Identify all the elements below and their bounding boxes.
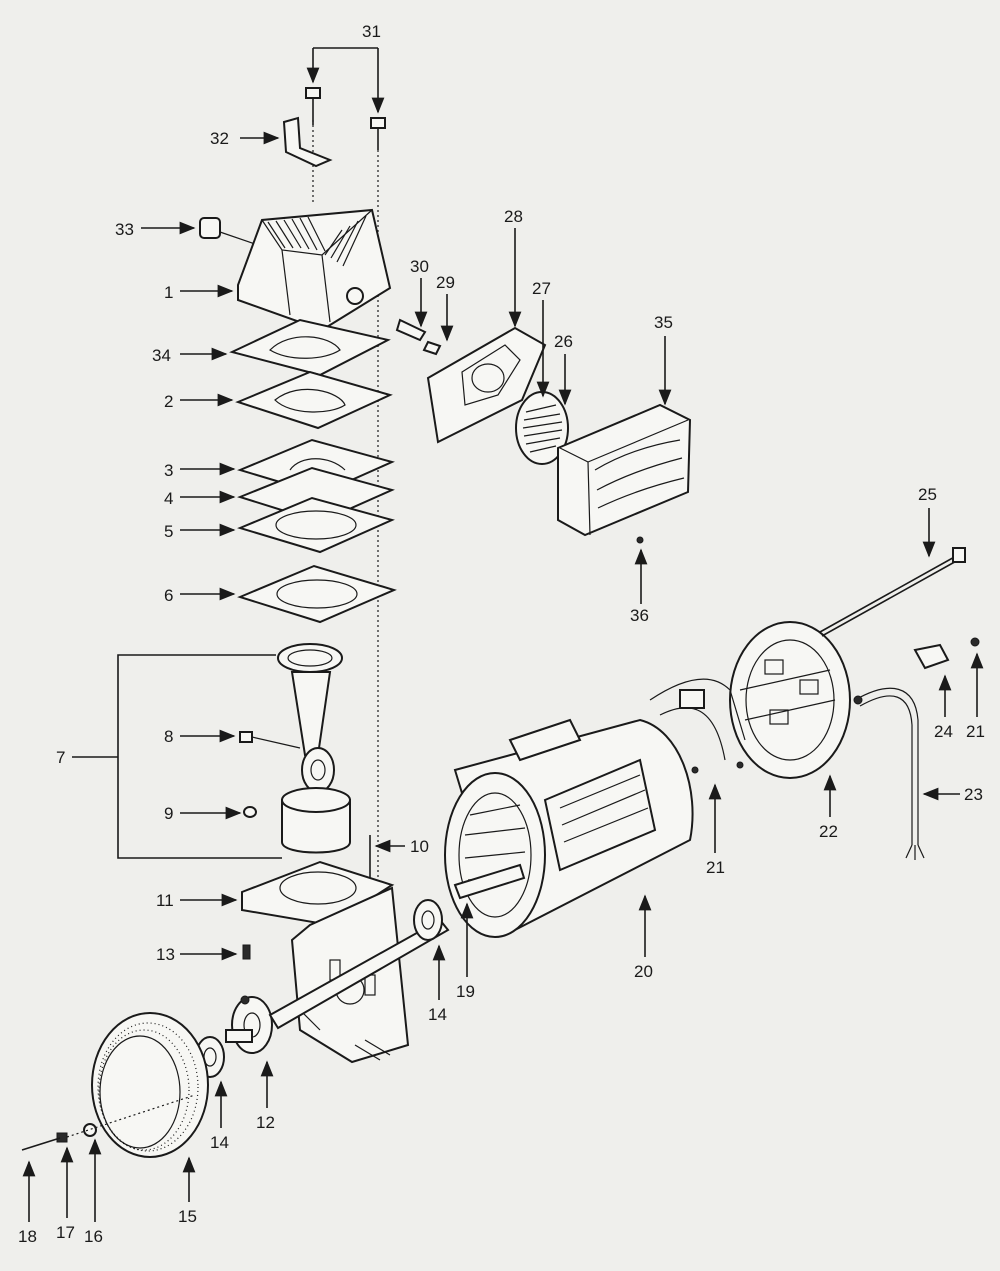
rod-screw xyxy=(239,731,301,749)
gasket-5 xyxy=(237,496,395,554)
head-screws xyxy=(305,87,386,150)
label-26: 26 xyxy=(554,332,573,351)
label-8: 8 xyxy=(164,727,173,746)
cylinder-head xyxy=(237,208,392,332)
label-22: 22 xyxy=(819,822,838,841)
label-15: 15 xyxy=(178,1207,197,1226)
intake-fitting xyxy=(395,318,442,356)
bearing-right xyxy=(413,899,443,941)
label-5: 5 xyxy=(164,522,173,541)
label-25: 25 xyxy=(918,485,937,504)
bracket xyxy=(282,116,333,168)
tie-rod xyxy=(819,547,966,637)
label-6: 6 xyxy=(164,586,173,605)
motor xyxy=(444,718,694,938)
gasket-34 xyxy=(229,318,391,377)
label-11: 11 xyxy=(156,891,174,910)
set-screw xyxy=(242,944,251,960)
bracket-7 xyxy=(72,654,282,859)
label-1: 1 xyxy=(164,283,173,302)
fan-fasteners xyxy=(21,1094,196,1151)
leader-arrows xyxy=(22,47,984,1222)
piston-rod-assembly xyxy=(277,643,351,854)
label-10: 10 xyxy=(410,837,429,856)
part-labels: 31 32 33 1 34 2 3 4 5 6 7 8 9 10 11 13 1… xyxy=(18,22,985,1246)
label-35: 35 xyxy=(654,313,673,332)
label-14-left: 14 xyxy=(210,1133,229,1152)
brush-clip xyxy=(913,637,980,670)
label-28: 28 xyxy=(504,207,523,226)
label-7: 7 xyxy=(56,748,65,767)
label-2: 2 xyxy=(164,392,173,411)
label-31: 31 xyxy=(362,22,381,41)
plug xyxy=(199,217,259,246)
label-21-motor: 21 xyxy=(706,858,725,877)
label-3: 3 xyxy=(164,461,173,480)
eccentric xyxy=(225,995,273,1054)
label-16: 16 xyxy=(84,1227,103,1246)
filter-housing xyxy=(557,403,692,537)
head-cover xyxy=(426,326,547,444)
motor-shaft xyxy=(453,863,526,900)
label-14-right: 14 xyxy=(428,1005,447,1024)
label-12: 12 xyxy=(256,1113,275,1132)
valve-plate-2 xyxy=(235,370,393,430)
label-18: 18 xyxy=(18,1227,37,1246)
label-34: 34 xyxy=(152,346,171,365)
label-24: 24 xyxy=(934,722,953,741)
label-36: 36 xyxy=(630,606,649,625)
label-29: 29 xyxy=(436,273,455,292)
power-cord xyxy=(853,687,925,860)
label-32: 32 xyxy=(210,129,229,148)
housing-screw xyxy=(636,536,644,544)
label-21-bell: 21 xyxy=(966,722,985,741)
fan xyxy=(91,1012,209,1158)
label-30: 30 xyxy=(410,257,429,276)
label-33: 33 xyxy=(115,220,134,239)
label-19: 19 xyxy=(456,982,475,1001)
label-9: 9 xyxy=(164,804,173,823)
label-20: 20 xyxy=(634,962,653,981)
motor-end-bell xyxy=(729,621,851,779)
label-23: 23 xyxy=(964,785,983,804)
label-17: 17 xyxy=(56,1223,75,1242)
label-13: 13 xyxy=(156,945,175,964)
label-27: 27 xyxy=(532,279,551,298)
label-4: 4 xyxy=(164,489,173,508)
wiring-harness xyxy=(649,678,746,774)
crankshaft xyxy=(268,918,450,1030)
gasket-6 xyxy=(237,564,397,624)
washer xyxy=(243,806,257,818)
